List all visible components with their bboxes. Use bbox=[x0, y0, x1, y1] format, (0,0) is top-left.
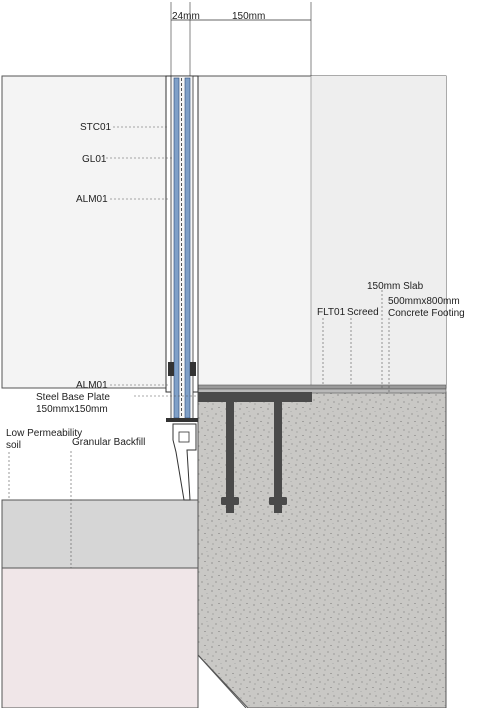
drainage-shoe bbox=[172, 423, 197, 501]
anchor-bolt-left bbox=[226, 402, 234, 498]
label-footing: Concrete Footing bbox=[388, 308, 465, 319]
label-low-permeability: Low Permeability bbox=[6, 428, 82, 439]
glass-pane-left bbox=[173, 77, 180, 419]
bolt-end-right bbox=[274, 505, 282, 513]
bolt-nut-left bbox=[221, 497, 239, 505]
concrete-footing bbox=[197, 391, 447, 708]
label-screed: Screed bbox=[347, 307, 379, 318]
dimension-glass-width: 24mm bbox=[172, 11, 200, 22]
bolt-end-left bbox=[226, 505, 234, 513]
label-steel-base-plate: Steel Base Plate bbox=[36, 392, 110, 403]
label-footing-size: 500mmx800mm bbox=[388, 296, 460, 307]
label-granular-backfill: Granular Backfill bbox=[72, 437, 145, 448]
gasket-left bbox=[168, 362, 174, 376]
anchor-bolt-right bbox=[274, 402, 282, 498]
screed-layer bbox=[197, 384, 447, 390]
dimension-offset: 150mm bbox=[232, 11, 265, 22]
channel-base bbox=[166, 418, 198, 422]
low-permeability-soil-zone bbox=[1, 567, 199, 708]
label-stc01: STC01 bbox=[80, 122, 112, 133]
drain-outlet bbox=[178, 431, 190, 443]
label-soil: soil bbox=[6, 440, 21, 451]
label-slab: 150mm Slab bbox=[367, 281, 424, 292]
granular-backfill-zone bbox=[1, 499, 199, 569]
bolt-nut-right bbox=[269, 497, 287, 505]
label-alm01-top: ALM01 bbox=[76, 194, 108, 205]
label-gl01: GL01 bbox=[82, 154, 107, 165]
label-steel-base-plate-size: 150mmx150mm bbox=[36, 404, 108, 415]
label-alm01-bottom: ALM01 bbox=[76, 380, 108, 391]
gasket-right bbox=[190, 362, 196, 376]
glass-pane-right bbox=[184, 77, 191, 419]
footing-chamfer bbox=[197, 654, 247, 708]
steel-base-plate bbox=[198, 392, 312, 402]
label-flt01: FLT01 bbox=[317, 307, 346, 318]
footing-shade-area bbox=[311, 76, 446, 388]
